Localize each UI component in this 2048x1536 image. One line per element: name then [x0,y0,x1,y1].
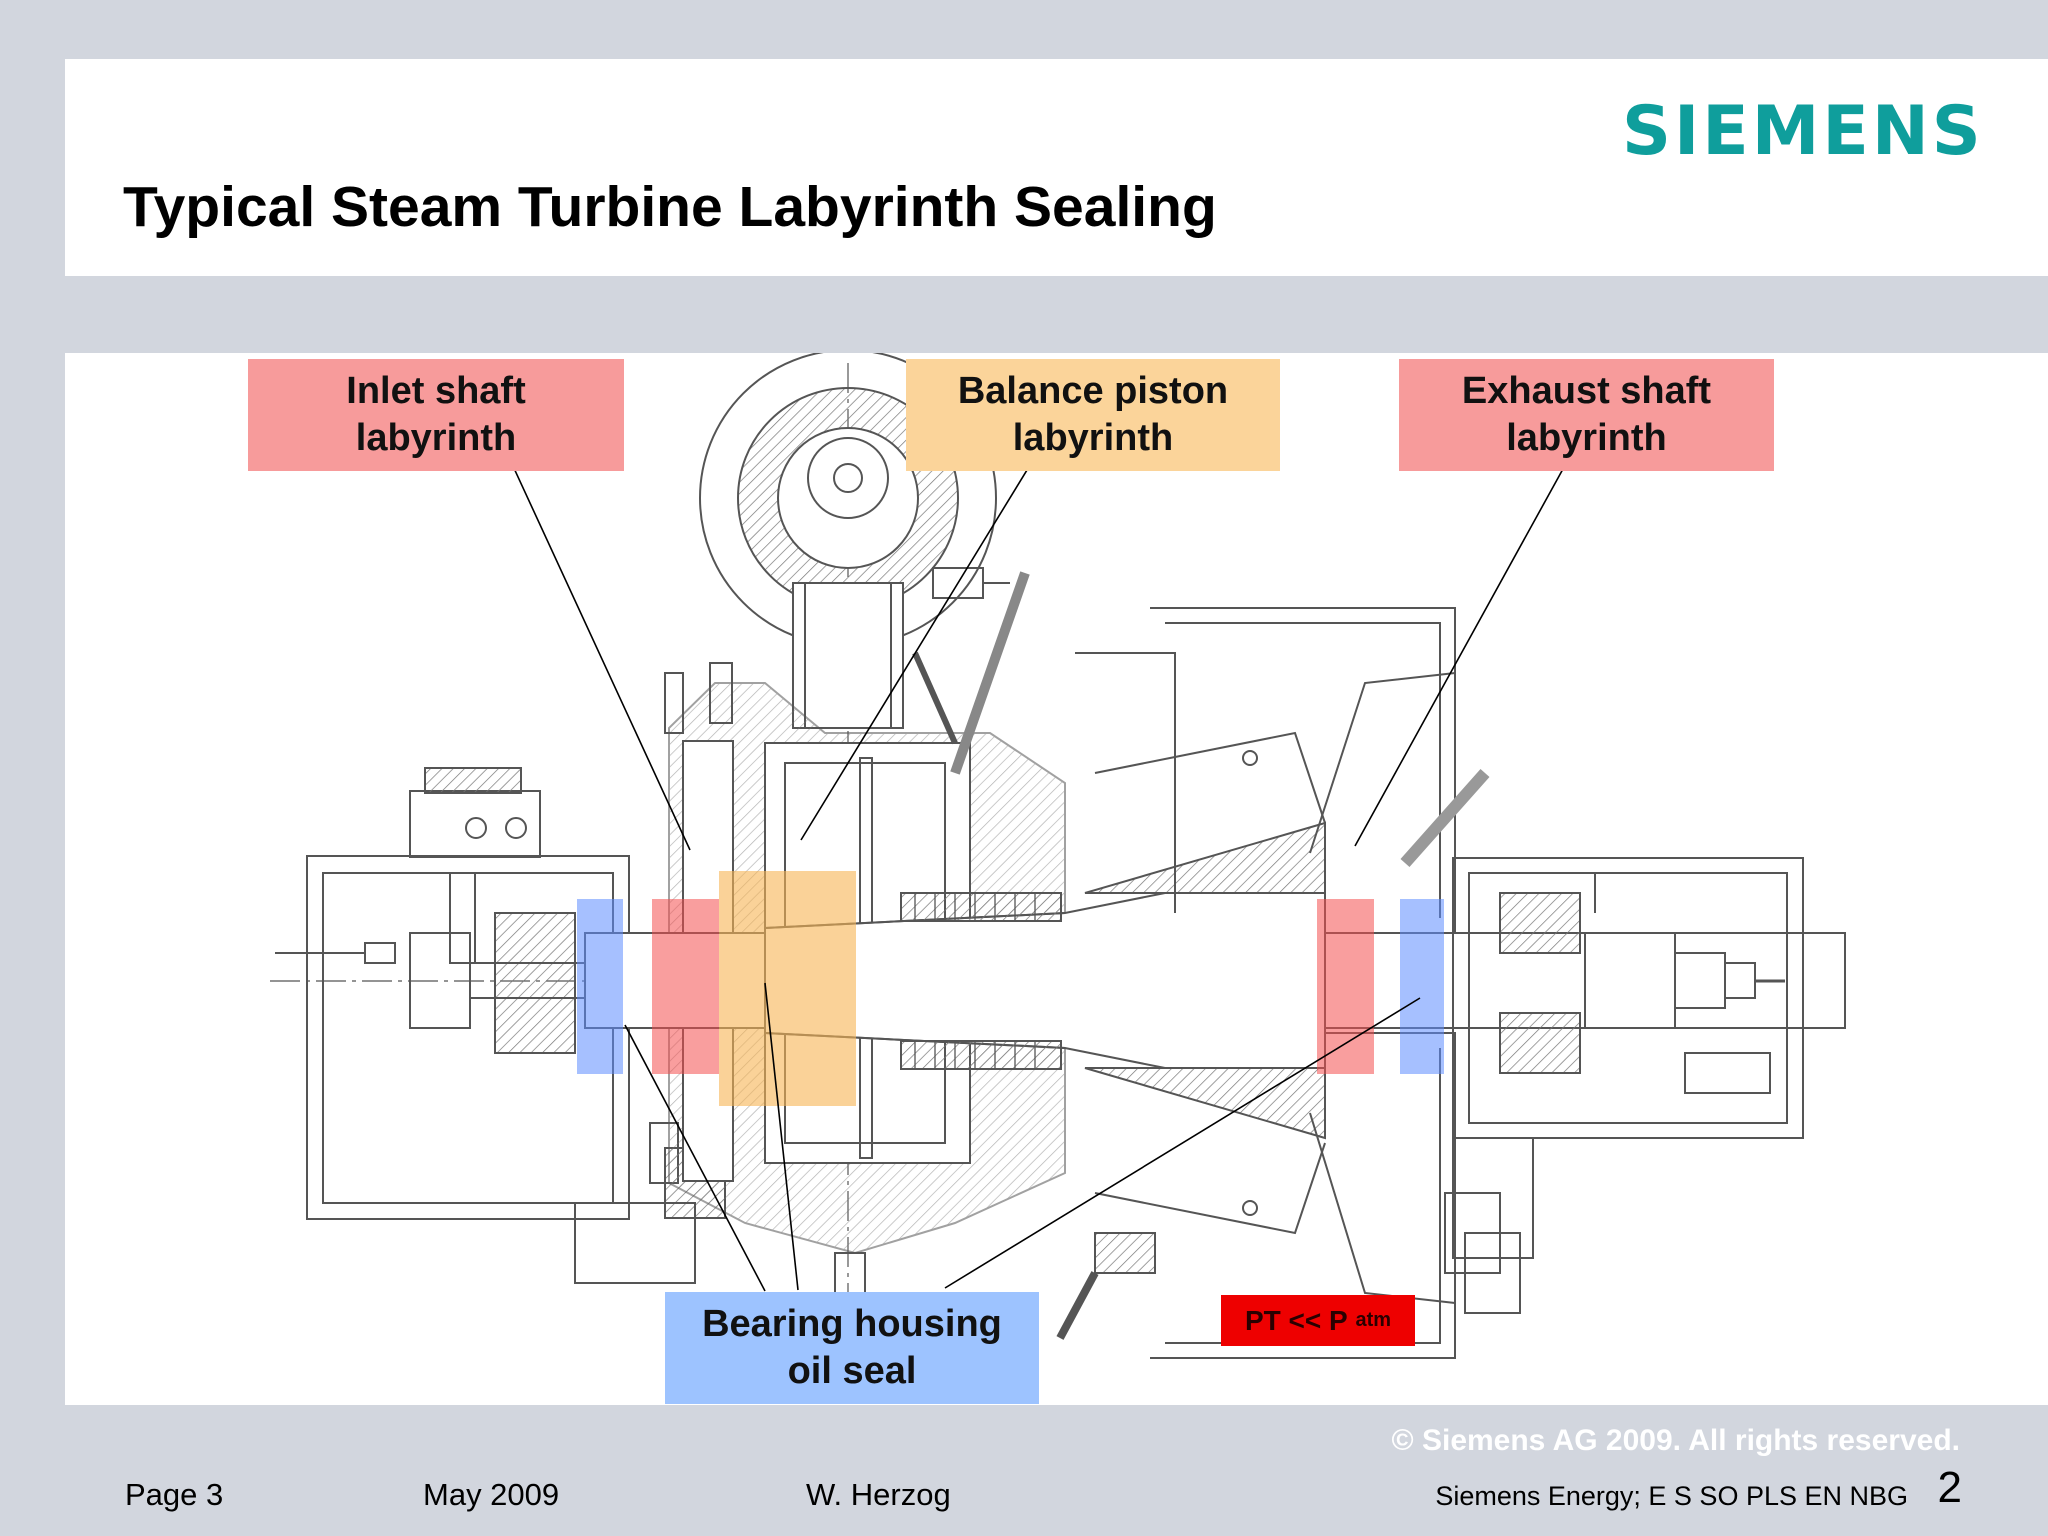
pressure-sub-text: atm [1355,1309,1392,1331]
diagram-panel [65,353,2048,1405]
siemens-logo: SIEMENS [1622,92,1984,171]
balance-piston-labyrinth-label: Balance piston labyrinth [906,359,1280,471]
bearing-housing-oil-seal-text: Bearing housing oil seal [702,1303,1002,1392]
turbine-drawing [270,353,1846,1364]
balance-piston-labyrinth-text: Balance piston labyrinth [957,370,1229,459]
bearing-housing-oil-seal-label: Bearing housing oil seal [665,1292,1039,1404]
copyright-notice: © Siemens AG 2009. All rights reserved. [1391,1424,1960,1457]
footer-date: May 2009 [423,1477,560,1512]
header-panel [65,59,2048,276]
exhaust-shaft-labyrinth-label: Exhaust shaft labyrinth [1399,359,1774,471]
inlet-shaft-labyrinth-label: Inlet shaft labyrinth [248,359,624,471]
page-title: Typical Steam Turbine Labyrinth Sealing [123,175,1217,239]
slide-number: 2 [1937,1463,1962,1512]
pressure-main-text: PT << P [1244,1304,1348,1336]
inlet-shaft-labyrinth-text: Inlet shaft labyrinth [346,370,526,459]
pressure-condition-badge: PT << P atm [1221,1295,1415,1346]
footer-page: Page 3 [125,1477,224,1512]
footer-author: W. Herzog [806,1477,951,1512]
footer-organization: Siemens Energy; E S SO PLS EN NBG [1435,1481,1908,1511]
exhaust-shaft-labyrinth-text: Exhaust shaft labyrinth [1461,370,1712,459]
